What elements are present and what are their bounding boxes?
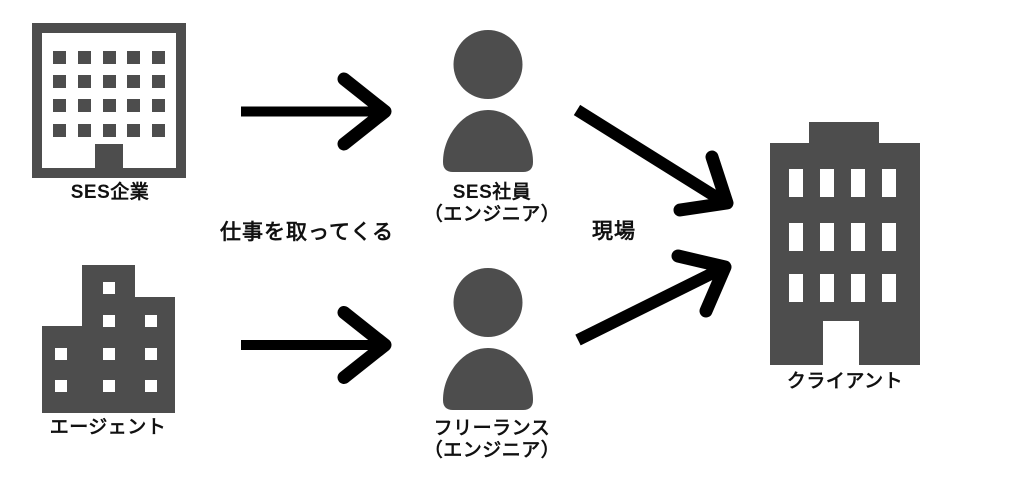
arrow-agent-to-freelance xyxy=(241,306,392,384)
site-label: 現場 xyxy=(592,220,636,243)
ses-company-label: SES企業 xyxy=(70,182,150,203)
tall-building-icon xyxy=(770,122,920,365)
freelance-label-line2: （エンジニア） xyxy=(423,440,561,461)
acquire-work-label: 仕事を取ってくる xyxy=(220,221,394,244)
arrow-freelance-to-client xyxy=(575,249,732,346)
arrow-ses-company-to-ses-engineer xyxy=(241,72,392,151)
ses-engineer-label-line1: SES社員 xyxy=(452,182,532,203)
arrow-ses-engineer-to-client xyxy=(573,104,734,217)
city-building-icon xyxy=(42,265,175,413)
freelance-label-line1: フリーランス xyxy=(433,418,551,439)
office-building-outline-icon xyxy=(32,23,186,178)
person-icon xyxy=(441,268,535,410)
agent-label: エージェント xyxy=(49,417,167,438)
freelance-label: フリーランス （エンジニア） xyxy=(424,418,561,462)
ses-engineer-label: SES社員 （エンジニア） xyxy=(424,182,561,226)
client-label: クライアント xyxy=(786,371,904,392)
person-icon xyxy=(441,30,535,172)
ses-engineer-label-line2: （エンジニア） xyxy=(423,204,561,225)
